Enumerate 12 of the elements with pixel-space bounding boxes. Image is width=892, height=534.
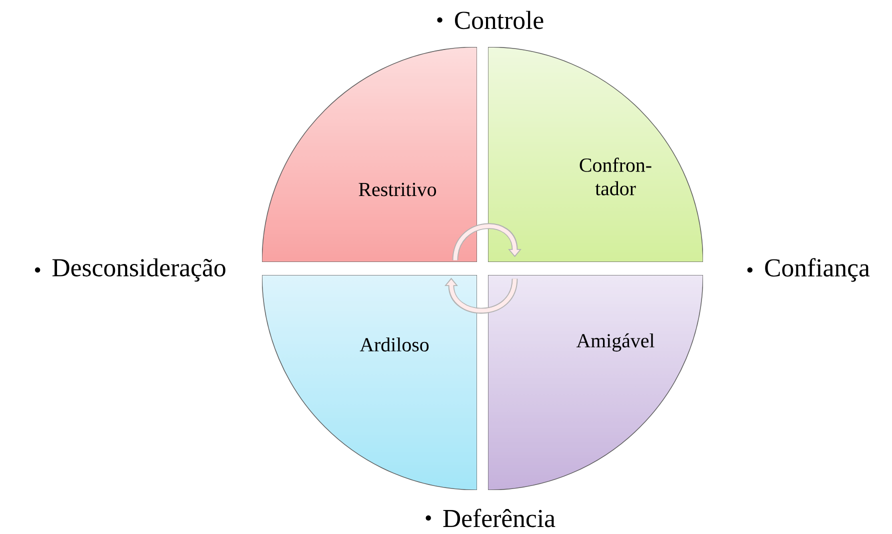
axis-label: Desconsideração (52, 258, 226, 282)
quadrant-label: Ardiloso (360, 338, 429, 352)
quadrant-label: Restritivo (358, 182, 436, 196)
axis-label: Confiança (765, 258, 870, 282)
quadrant (262, 47, 477, 262)
quadrant-label: Confron- tador (580, 158, 652, 196)
quadrant (488, 47, 703, 262)
quadrant (262, 275, 477, 490)
axis-label: Deferência (443, 508, 556, 528)
quadrant-label: Amigável (576, 333, 654, 352)
quadrant (488, 275, 703, 490)
axis-label: Controle (454, 10, 544, 30)
